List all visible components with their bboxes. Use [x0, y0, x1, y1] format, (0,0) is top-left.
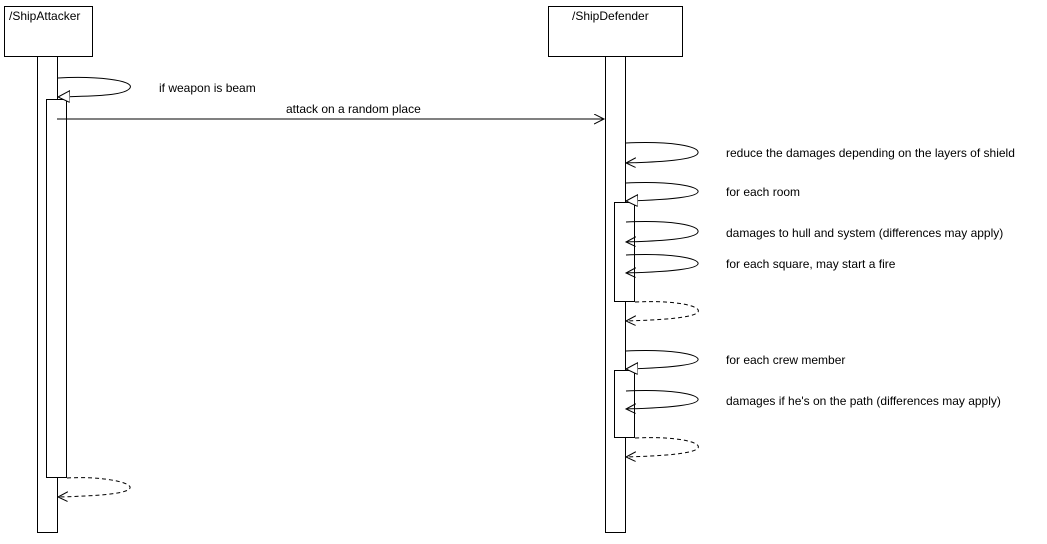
message-label-reduce-damages: reduce the damages depending on the laye…: [726, 146, 1015, 160]
activation-bar-defender-crew: [614, 370, 635, 438]
lifeline-title-ship-attacker: /ShipAttacker: [9, 9, 80, 23]
message-arrow-each-square-fire: [626, 254, 699, 273]
lifeline-title-ship-defender: /ShipDefender: [572, 9, 649, 23]
message-label-attack-random-place: attack on a random place: [286, 102, 421, 116]
activation-bar-attacker-beam: [46, 99, 67, 478]
message-return-weapon-beam: [58, 477, 131, 497]
message-return-each-crew: [626, 437, 699, 457]
message-label-damages-path: damages if he's on the path (differences…: [726, 394, 1001, 408]
message-arrow-each-crew-member: [626, 350, 699, 369]
lifeline-ship-attacker: /ShipAttacker: [4, 6, 93, 533]
message-arrow-reduce-damages: [626, 142, 699, 163]
lifeline-head-ship-attacker[interactable]: [4, 6, 93, 57]
message-label-each-crew-member: for each crew member: [726, 353, 845, 367]
activation-bar-defender-rooms: [614, 202, 635, 302]
message-label-damages-hull-system: damages to hull and system (differences …: [726, 226, 1003, 240]
message-arrow-damages-path: [626, 390, 699, 409]
message-arrow-weapon-beam: [58, 77, 131, 97]
lifeline-ship-defender: /ShipDefender: [548, 6, 683, 533]
message-label-each-room: for each room: [726, 185, 800, 199]
message-return-each-room: [626, 301, 699, 321]
message-label-weapon-beam: if weapon is beam: [159, 81, 256, 95]
message-arrow-each-room: [626, 182, 699, 201]
lifeline-head-ship-defender[interactable]: [548, 6, 683, 57]
message-arrow-damages-hull-system: [626, 221, 699, 242]
message-label-each-square-fire: for each square, may start a fire: [726, 257, 896, 271]
